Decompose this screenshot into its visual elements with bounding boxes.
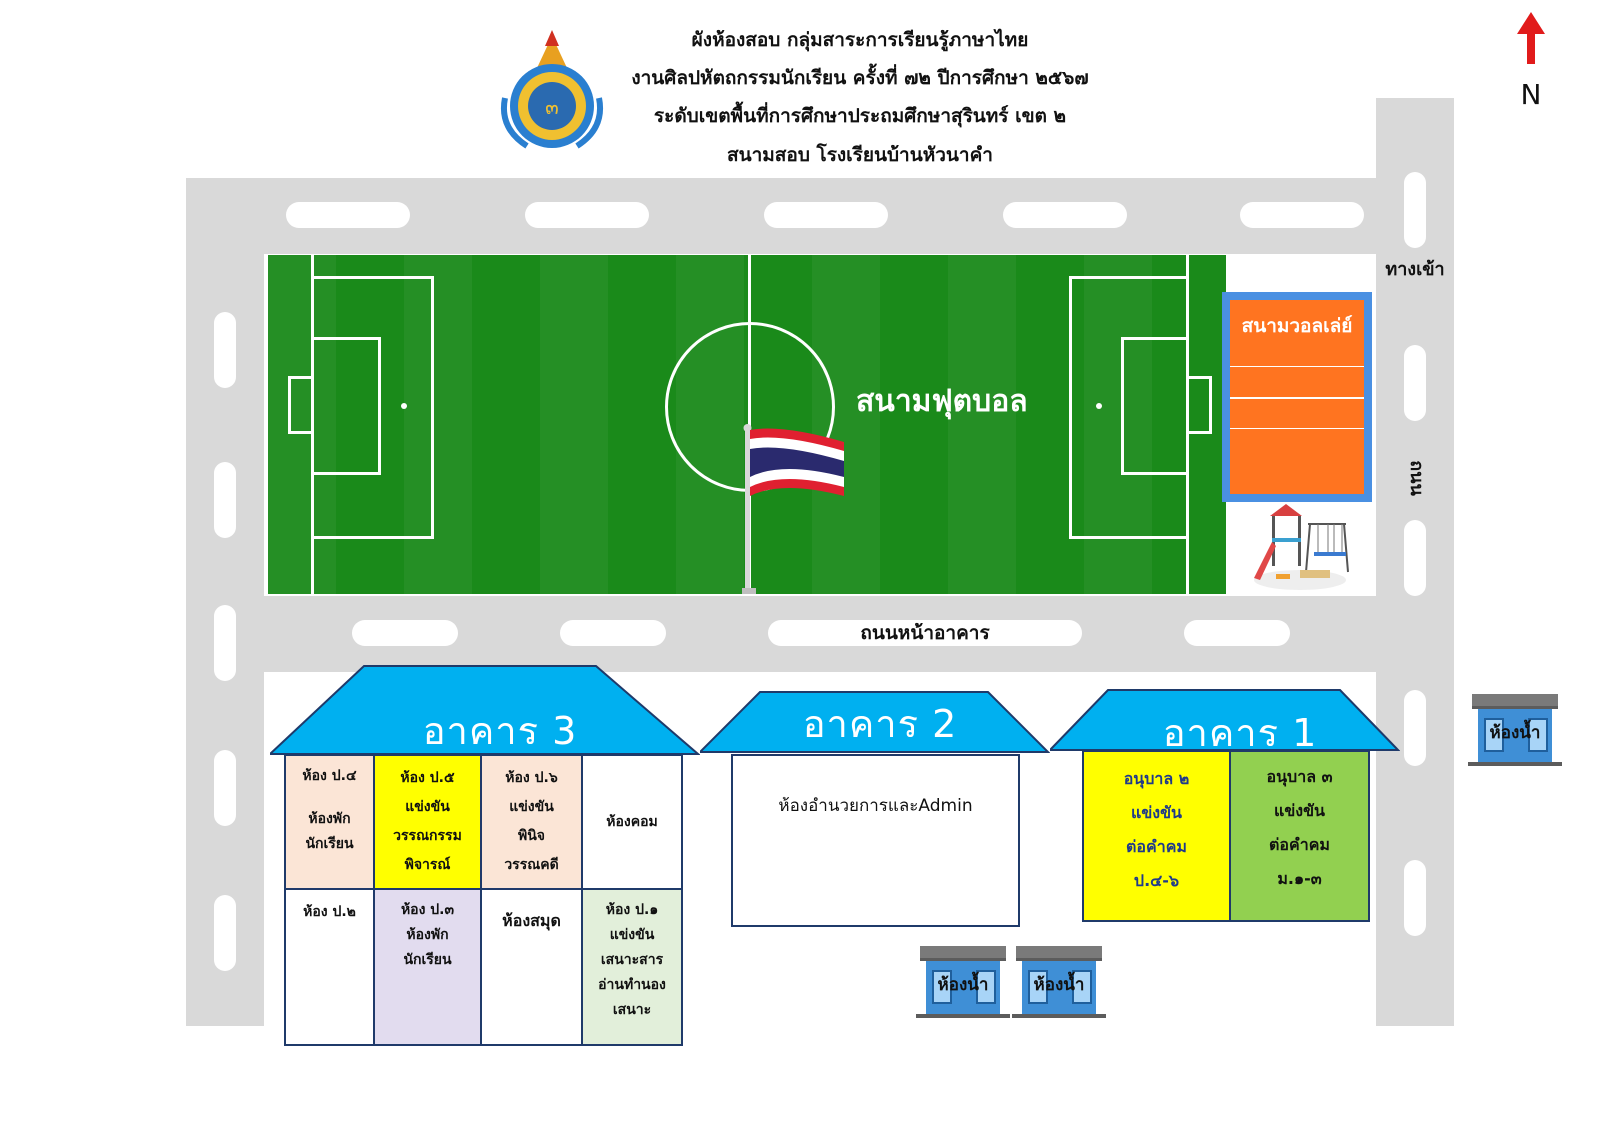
room-text: ห้องพัก <box>406 927 449 943</box>
room-text: ห้อง ป.๕ <box>400 770 455 786</box>
room-text: นักเรียน <box>305 836 354 852</box>
room-text: แข่งขัน <box>509 799 554 815</box>
room-text: พิจารณ์ <box>404 857 451 873</box>
north-arrow-icon <box>1515 10 1547 66</box>
room-text: อนุบาล ๓ <box>1266 767 1333 786</box>
header-line-4: สนามสอบ โรงเรียนบ้านหัวนาคำ <box>727 144 993 166</box>
room-b3-bottom-1: ห้อง ป.๒ <box>284 888 375 1046</box>
building-3-label: อาคาร 3 <box>422 709 578 753</box>
room-text: ห้องสมุด <box>502 911 561 930</box>
toilet-building-icon: ห้องน้ำ <box>916 946 1010 1018</box>
entrance-label: ทางเข้า <box>1385 259 1445 280</box>
toilet-building-icon: ห้องน้ำ <box>1468 694 1562 766</box>
room-text: ห้อง ป.๓ <box>400 902 455 918</box>
svg-text:๓: ๓ <box>545 95 559 119</box>
road-dash <box>768 620 1082 646</box>
room-b3-bottom-2: ห้อง ป.๓ ห้องพัก นักเรียน <box>373 888 482 1046</box>
toilet-label: ห้องน้ำ <box>937 975 989 995</box>
road-dash <box>1184 620 1290 646</box>
room-b1-2: อนุบาล ๓ แข่งขัน ต่อคำคม ม.๑-๓ <box>1229 750 1370 922</box>
road-dash <box>214 312 236 388</box>
volleyball-court <box>1222 292 1372 502</box>
road-dash <box>525 202 649 228</box>
toilet-building-icon: ห้องน้ำ <box>1012 946 1106 1018</box>
room-text: อ่านทำนอง <box>598 977 666 993</box>
room-text: ต่อคำคม <box>1269 835 1330 854</box>
building-1-label: อาคาร 1 <box>1162 711 1318 755</box>
road-dash <box>1404 690 1426 766</box>
road-right-label: ถนน <box>1406 460 1427 496</box>
road-dash <box>1404 860 1426 936</box>
header-line-1: ผังห้องสอบ กลุ่มสาระการเรียนรู้ภาษาไทย <box>691 29 1029 51</box>
room-text: พินิจ <box>517 828 545 844</box>
thai-flag-icon <box>742 424 848 596</box>
room-text: เสนาะสาร <box>600 952 664 968</box>
room-text: อนุบาล ๒ <box>1123 769 1190 788</box>
room-text: ห้องพัก <box>308 811 351 827</box>
room-text: ห้องคอม <box>606 813 658 830</box>
road-dash <box>214 895 236 971</box>
room-text: ม.๑-๓ <box>1277 869 1322 888</box>
road-dash <box>1240 202 1364 228</box>
room-text: เสนาะ <box>612 1002 652 1018</box>
room-b2-admin: ห้องอำนวยการและAdmin <box>731 754 1020 927</box>
road-dash <box>1404 345 1426 421</box>
road-dash <box>1404 172 1426 248</box>
room-text: นักเรียน <box>403 952 452 968</box>
football-field-label: สนามฟุตบอล <box>856 384 1028 419</box>
room-text: แข่งขัน <box>609 927 655 943</box>
room-text: ห้อง ป.๔ <box>302 768 357 784</box>
road-dash <box>1003 202 1127 228</box>
room-b3-top-2: ห้อง ป.๕ แข่งขัน วรรณกรรม พิจารณ์ <box>373 754 482 890</box>
toilet-label: ห้องน้ำ <box>1033 975 1085 995</box>
room-text: ห้อง ป.๑ <box>605 902 659 918</box>
road-dash <box>214 462 236 538</box>
header-line-3: ระดับเขตพื้นที่การศึกษาประถมศึกษาสุรินทร… <box>653 105 1067 127</box>
road-dash <box>764 202 888 228</box>
room-text: แข่งขัน <box>1131 803 1182 822</box>
room-b3-top-1: ห้อง ป.๔ ห้องพัก นักเรียน <box>284 754 375 890</box>
road-front-label: ถนนหน้าอาคาร <box>860 622 990 644</box>
room-b3-top-4: ห้องคอม <box>581 754 683 890</box>
room-text: ป.๔-๖ <box>1133 871 1180 890</box>
road-dash <box>214 605 236 681</box>
school-emblem-icon: ๓ <box>497 28 607 153</box>
building-2-roof <box>700 691 1050 753</box>
room-text: วรรณคดี <box>504 857 559 873</box>
road-dash <box>560 620 666 646</box>
toilet-label: ห้องน้ำ <box>1489 723 1541 743</box>
playground-icon <box>1248 500 1350 592</box>
room-text: แข่งขัน <box>1274 801 1325 820</box>
room-text: วรรณกรรม <box>393 828 462 844</box>
room-text: ต่อคำคม <box>1126 837 1187 856</box>
room-text: ห้องอำนวยการและAdmin <box>778 796 973 816</box>
road-dash <box>352 620 458 646</box>
room-text: ห้อง ป.๖ <box>505 770 558 786</box>
road-dash <box>1404 520 1426 596</box>
room-b3-bottom-3: ห้องสมุด <box>480 888 583 1046</box>
building-2-label: อาคาร 2 <box>802 702 958 746</box>
road-dash <box>214 750 236 826</box>
compass-label: N <box>1520 78 1542 111</box>
road-dash <box>286 202 410 228</box>
room-b3-top-3: ห้อง ป.๖ แข่งขัน พินิจ วรรณคดี <box>480 754 583 890</box>
volleyball-court-label: สนามวอลเล่ย์ <box>1241 315 1353 337</box>
room-b1-1: อนุบาล ๒ แข่งขัน ต่อคำคม ป.๔-๖ <box>1082 750 1231 922</box>
room-text: แข่งขัน <box>405 799 450 815</box>
room-text: ห้อง ป.๒ <box>303 904 356 920</box>
header-line-2: งานศิลปหัตถกรรมนักเรียน ครั้งที่ ๗๒ ปีกา… <box>631 67 1089 89</box>
room-b3-bottom-4: ห้อง ป.๑ แข่งขัน เสนาะสาร อ่านทำนอง เสนา… <box>581 888 683 1046</box>
